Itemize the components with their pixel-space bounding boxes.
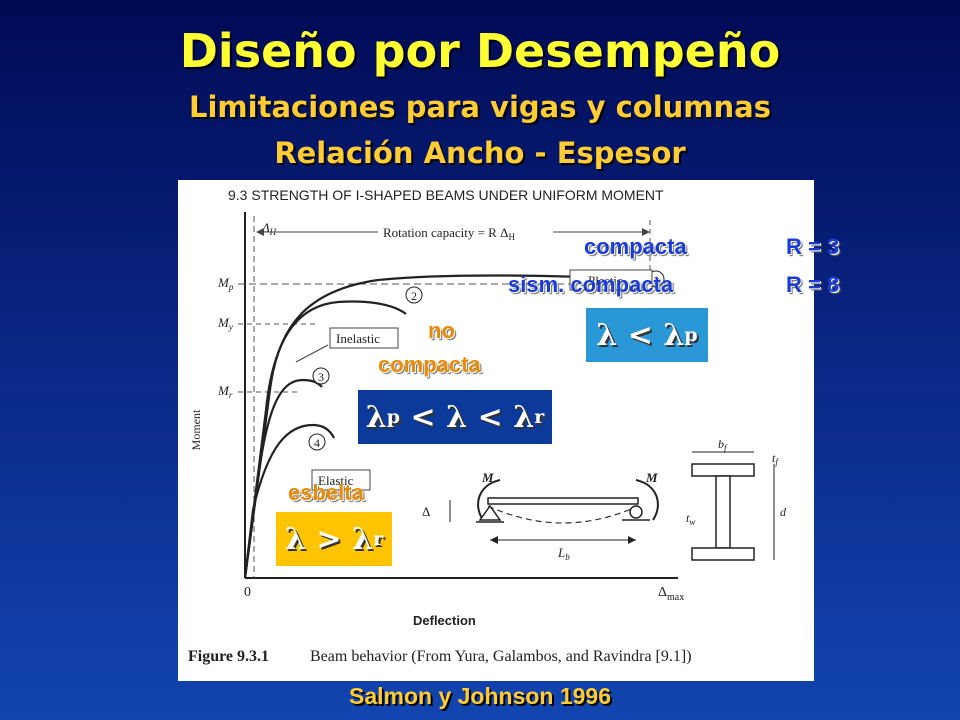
beam-support-roller [629, 505, 643, 519]
inelastic-label: Inelastic [336, 331, 380, 346]
figure-drawing: 9.3 STRENGTH OF I-SHAPED BEAMS UNDER UNI… [188, 187, 787, 665]
label-no-compacta: compacta [378, 352, 481, 377]
slide-title: Diseño por Desempeño [179, 24, 781, 78]
source-credit: Salmon y Johnson 1996 [348, 683, 612, 709]
plastic-label-box [569, 269, 653, 291]
figure-header: 9.3 STRENGTH OF I-SHAPED BEAMS UNDER UNI… [228, 187, 664, 203]
section-top-flange [691, 463, 755, 477]
beam-moment-left: M [481, 470, 494, 485]
section-bf-label: bf [718, 437, 728, 453]
label-sism-compacta: sism. compacta [508, 272, 674, 297]
beam-moment-right: M [645, 470, 658, 485]
beam [487, 497, 639, 505]
rotation-arrow-left [256, 228, 264, 236]
caption-text: Beam behavior (From Yura, Galambos, and … [310, 648, 692, 665]
rotation-label-bg [378, 223, 553, 241]
mr-label: Mr [217, 383, 233, 400]
beam-delta-label: Δ [422, 504, 430, 519]
label-esbelta: esbelta [288, 480, 364, 505]
beam-behavior-figure: 9.3 STRENGTH OF I-SHAPED BEAMS UNDER UNI… [178, 180, 814, 681]
label-r3: R = 3 [786, 234, 840, 259]
y-axis-label: Moment [189, 409, 203, 450]
slide-subtitle-2: Relación Ancho - Espesor [274, 136, 686, 170]
curve-3-number: 3 [318, 370, 324, 384]
elastic-label: Elastic [318, 473, 354, 488]
plastic-label: Plastic [588, 273, 623, 288]
curve-2-inelastic [243, 300, 407, 579]
label-no: no [428, 318, 455, 343]
inelastic-label-box [329, 327, 399, 349]
beam-lb-arrow-right [628, 536, 636, 544]
my-label: My [217, 315, 233, 332]
curve-4-number: 4 [314, 436, 320, 450]
slide-subtitle-1: Limitaciones para vigas y columnas [189, 90, 771, 124]
caption-figure-number: Figure 9.3.1 [188, 648, 269, 665]
delta-max-label: Δmax [658, 585, 684, 603]
curve-2-number: 2 [411, 289, 417, 303]
beam-moment-arrow-left [477, 479, 501, 521]
origin-label: 0 [244, 585, 251, 600]
label-compacta: compacta [584, 234, 687, 259]
beam-lb-arrow-left [490, 536, 498, 544]
section-d-label: d [780, 505, 787, 519]
mp-label: Mp [217, 275, 234, 292]
inelastic-leader [295, 344, 329, 363]
section-tw-label: tw [686, 511, 695, 527]
curve-1-number: 1 [653, 273, 659, 287]
section-web [715, 475, 731, 549]
beam-support-pin [478, 504, 502, 521]
rotation-capacity-label: Rotation capacity = R ΔH [383, 225, 515, 242]
section-bottom-flange [691, 547, 755, 561]
beam-deflected-shape [487, 505, 639, 524]
section-tf-label: tf [772, 451, 779, 467]
x-axis-label: Deflection [413, 613, 476, 628]
elastic-label-box [311, 469, 371, 491]
beam-moment-arrow-right [635, 479, 659, 521]
rotation-arrow-right [642, 228, 650, 236]
label-r8: R = 8 [786, 272, 840, 297]
curve-4-elastic [243, 423, 335, 579]
beam-lb-label: Lb [557, 545, 570, 562]
